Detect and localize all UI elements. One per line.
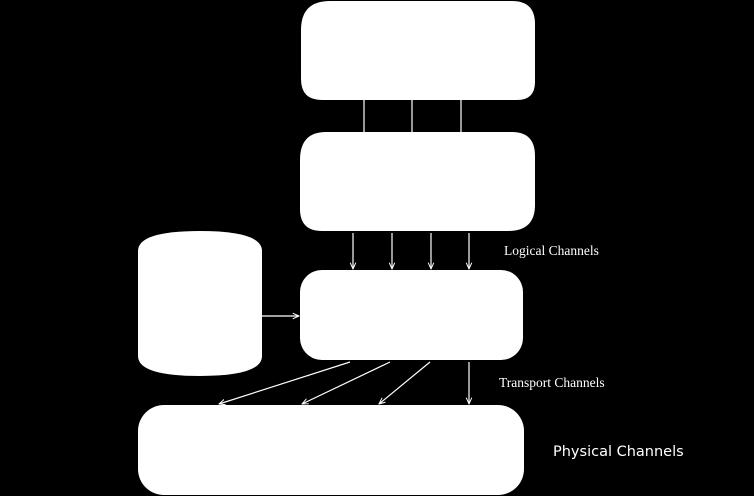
side-cylinder [138, 231, 262, 376]
bottom-block [138, 405, 524, 495]
logical-channels-label: Logical Channels [504, 243, 599, 258]
transport-channel-arrow-3 [379, 361, 431, 404]
top-block [301, 1, 535, 100]
middle-block [300, 132, 535, 231]
transport-channel-arrow-2 [302, 361, 391, 405]
transport-channel-arrow-1 [219, 361, 351, 404]
transport-channels-label: Transport Channels [499, 375, 605, 390]
mac-block [300, 270, 523, 360]
physical-channels-label: Physical Channels [553, 444, 684, 460]
